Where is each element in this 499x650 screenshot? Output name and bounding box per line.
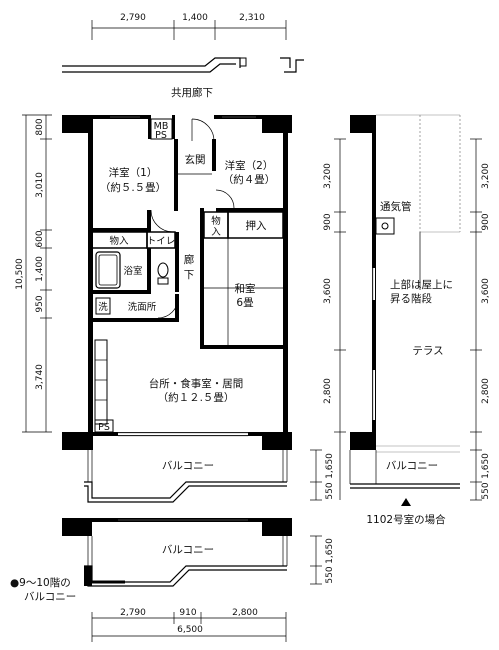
- western-room-1-name: 洋室（1）: [109, 166, 158, 179]
- balcony-9-10f-label: バルコニー: [162, 544, 214, 556]
- dim-left-2: 3,010: [35, 172, 45, 198]
- right-dimensions: 3,200 900 3,600 2,800 3,200 900 3,600 2,…: [323, 138, 491, 501]
- bottom-dimensions: 2,790 910 2,800 6,500: [91, 608, 287, 642]
- dim-bottom-total: 6,500: [177, 625, 203, 635]
- dim-bottom-1: 2,790: [120, 608, 146, 618]
- dim-balcony-main-2: 550: [325, 482, 335, 499]
- small-storage-label-2: 入: [211, 227, 221, 238]
- entrance-label: 玄関: [185, 153, 206, 166]
- dim-top-1: 2,790: [120, 13, 146, 23]
- closet-label: 押入: [246, 219, 267, 232]
- dim-bottom-3: 2,800: [232, 608, 258, 618]
- unit-walls: [62, 115, 292, 450]
- dim-right-outer-6: 550: [481, 482, 491, 499]
- dim-right-outer-4: 2,800: [481, 378, 491, 404]
- hallway-label-1: 廊: [184, 253, 195, 266]
- ldk-name: 台所・食事室・居間: [149, 377, 244, 390]
- dim-right-outer-1: 3,200: [481, 163, 491, 189]
- floors-9-10-label-1: ●9～10階の: [10, 577, 71, 589]
- balcony-main-label: バルコニー: [162, 460, 214, 472]
- hallway-label-2: 下: [184, 269, 195, 281]
- balcony-9-10f-dimensions: 1,650 550: [310, 535, 335, 585]
- dim-right-outer-2: 900: [481, 213, 491, 230]
- arrow-up-icon: [401, 498, 411, 506]
- balcony-main-dimensions: 1,650 550: [310, 449, 335, 501]
- dim-right-3: 3,600: [323, 278, 333, 304]
- top-dimensions: 2,790 1,400 2,310: [91, 13, 287, 40]
- room-1102-label: 1102号室の場合: [366, 513, 446, 526]
- dim-top-3: 2,310: [239, 13, 265, 23]
- toilet-label: トイレ: [147, 236, 176, 247]
- ldk-size: （約１２.５畳）: [158, 391, 235, 404]
- vent-label: 通気管: [380, 200, 412, 213]
- washroom-label: 洗面所: [128, 301, 157, 313]
- dim-right-1: 3,200: [323, 163, 333, 189]
- terrace-balcony-label: バルコニー: [386, 460, 438, 472]
- dim-balcony-9-10f-1: 1,650: [325, 538, 335, 564]
- japanese-room-name: 和室: [235, 282, 256, 295]
- dim-bottom-2: 910: [179, 608, 196, 618]
- stairs-label-1: 上部は屋上に: [390, 278, 453, 291]
- dim-right-outer-5: 1,650: [481, 453, 491, 479]
- dim-right-4: 2,800: [323, 378, 333, 404]
- left-dimensions: 10,500 800 3,010 600 1,400 950 3,740: [15, 114, 52, 433]
- balcony-main: バルコニー: [84, 450, 288, 503]
- western-room-1-size: （約５.５畳）: [100, 181, 166, 194]
- balcony-9-10f: バルコニー: [62, 518, 292, 587]
- dim-top-2: 1,400: [182, 13, 208, 23]
- terrace-plan: 通気管 上部は屋上に 昇る階段 テラス バルコニー 1102号室の場合: [349, 114, 461, 526]
- stairs-label-2: 昇る階段: [390, 292, 432, 305]
- western-room-2-name: 洋室（2）: [225, 159, 274, 172]
- ps-label: PS: [98, 422, 110, 433]
- washer-label: 洗: [98, 301, 108, 313]
- terrace-label: テラス: [412, 345, 443, 357]
- dim-right-outer-3: 3,600: [481, 278, 491, 304]
- dim-left-4: 1,400: [35, 256, 45, 282]
- corridor-label: 共用廊下: [171, 86, 213, 99]
- bath-label: 浴室: [123, 265, 142, 277]
- dim-balcony-main-1: 1,650: [325, 453, 335, 479]
- dim-left-total: 10,500: [15, 258, 25, 290]
- japanese-room-size: 6畳: [236, 297, 254, 309]
- dim-left-3: 600: [35, 230, 45, 247]
- dim-right-2: 900: [323, 213, 333, 230]
- dim-left-5: 950: [35, 295, 45, 312]
- dim-left-6: 3,740: [35, 364, 45, 390]
- corridor-outline: 共用廊下: [62, 57, 304, 99]
- dim-balcony-9-10f-2: 550: [325, 566, 335, 583]
- western-room-2-size: （約４畳）: [223, 173, 276, 186]
- mbps-label-top: MB: [154, 121, 169, 132]
- storage-label: 物入: [109, 235, 129, 247]
- floors-9-10-label-2: バルコニー: [24, 591, 76, 603]
- mbps-label-bottom: PS: [155, 130, 167, 141]
- dim-left-1: 800: [35, 118, 45, 135]
- small-storage-label-1: 物: [211, 215, 221, 227]
